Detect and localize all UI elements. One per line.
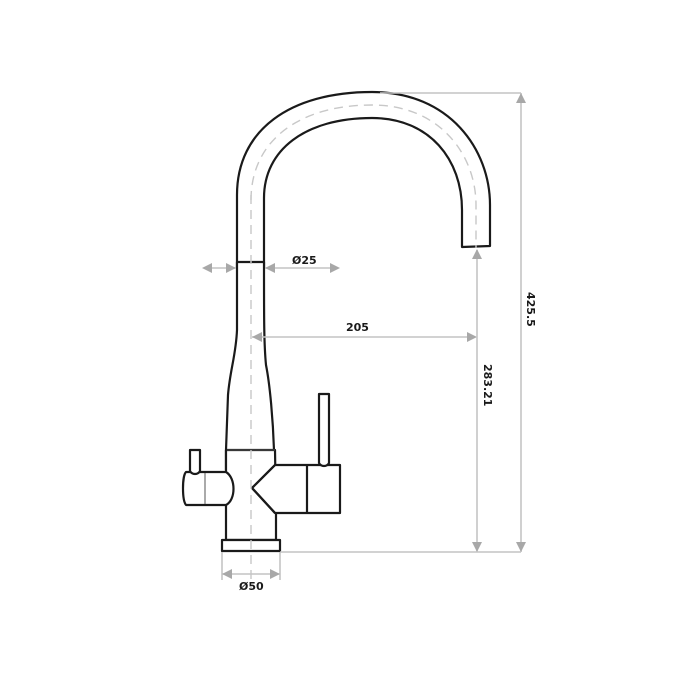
dimension-lines [202,92,526,580]
main-column [224,260,276,472]
label-spout-height: 283.21 [481,364,494,406]
label-reach: 205 [346,321,369,334]
spout-neck [235,90,492,270]
faucet-outline [181,90,492,553]
label-base-diameter: Ø50 [239,580,264,593]
filter-valve-knob [188,448,202,476]
mixer-lever-handle [317,392,331,468]
centerlines [250,104,477,590]
label-total-height: 425.5 [524,292,537,327]
mixer-v-notch [250,464,276,514]
filter-valve-housing [181,470,235,507]
label-spout-diameter: Ø25 [292,254,317,267]
dimension-labels: Ø25 205 283.21 425.5 Ø50 [239,254,537,593]
spout-centerline [250,104,477,248]
